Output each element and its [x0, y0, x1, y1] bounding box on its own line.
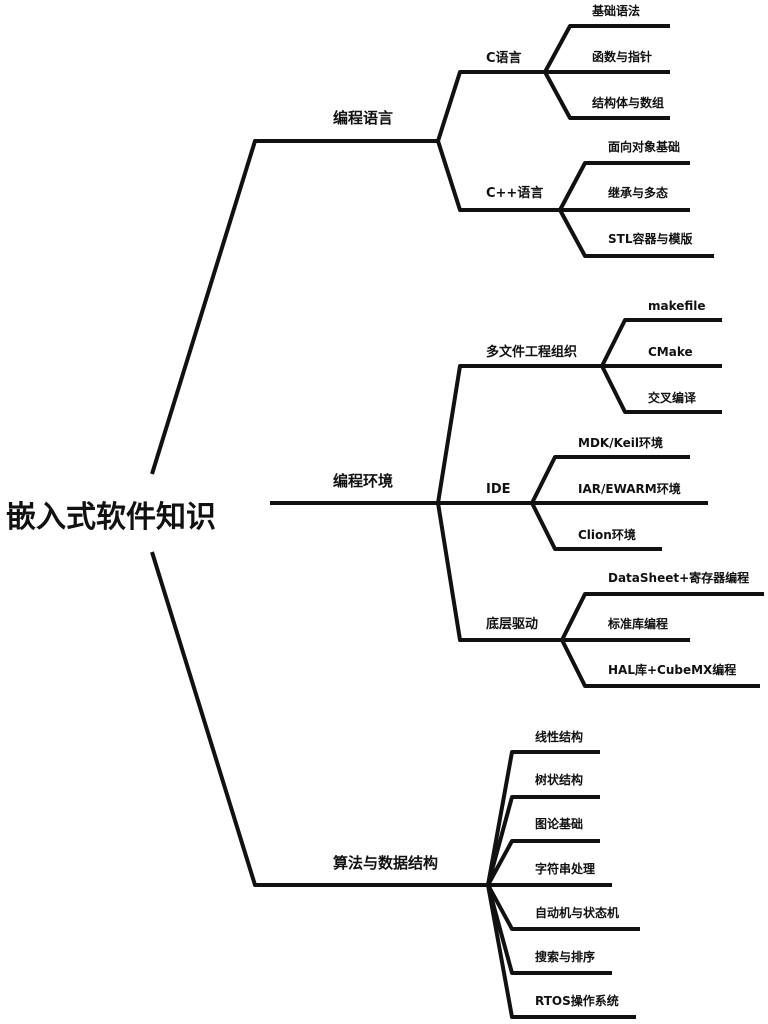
subtopic-multi-file-project: 多文件工程组织: [486, 344, 577, 360]
leaf-inheritance-polymorphism: 继承与多态: [608, 185, 668, 200]
edge-algorithms-leaf-5: [486, 884, 640, 931]
leaf-clion: Clion环境: [578, 527, 636, 542]
leaf-basic-syntax: 基础语法: [591, 3, 640, 18]
edge-ide-leaf-1: [530, 455, 690, 504]
leaf-functions-pointers: 函数与指针: [592, 49, 652, 64]
edge-algorithms-leaf-1: [486, 750, 600, 886]
topic-programming-environment: 编程环境: [333, 472, 393, 490]
edge-root-to-languages: [150, 139, 438, 475]
leaf-cross-compile: 交叉编译: [648, 390, 697, 405]
edge-languages-to-cpp: [436, 140, 560, 212]
edge-algorithms-leaf-6: [486, 884, 612, 975]
subtopic-c-language: C语言: [486, 50, 522, 66]
edge-c-leaf-3: [543, 71, 670, 120]
edge-languages-to-c: [436, 70, 545, 142]
leaf-mdk-keil: MDK/Keil环境: [578, 435, 663, 450]
edge-algorithms-leaf-7: [486, 884, 636, 1019]
leaf-stl-templates: STL容器与模版: [608, 231, 692, 246]
edge-ide-leaf-3: [530, 502, 662, 551]
edge-environment-to-drivers: [436, 502, 562, 642]
connector-lines: [150, 24, 764, 1019]
edge-c-leaf-1: [543, 24, 670, 73]
leaf-graph-basics: 图论基础: [535, 816, 583, 831]
edge-environment-to-multifile: [436, 364, 602, 504]
leaf-oop-basics: 面向对象基础: [608, 139, 680, 154]
edge-root-to-algorithms: [150, 551, 488, 887]
leaf-iar-ewarm: IAR/EWARM环境: [578, 481, 681, 496]
leaf-makefile: makefile: [648, 299, 706, 313]
leaf-linear-structures: 线性结构: [535, 729, 583, 744]
subtopic-cpp-language: C++语言: [486, 185, 543, 201]
leaf-automata-state-machines: 自动机与状态机: [535, 905, 619, 920]
edge-drivers-leaf-3: [560, 639, 760, 688]
edge-multifile-leaf-3: [600, 365, 722, 414]
edge-drivers-leaf-1: [560, 592, 764, 641]
subtopic-low-level-drivers: 底层驱动: [486, 616, 538, 632]
leaf-string-processing: 字符串处理: [535, 861, 595, 876]
leaf-datasheet-registers: DataSheet+寄存器编程: [608, 570, 749, 585]
edge-multifile-leaf-1: [600, 318, 722, 367]
edge-cpp-leaf-3: [558, 209, 714, 258]
leaf-structs-arrays: 结构体与数组: [592, 95, 664, 110]
edge-algorithms-leaf-3: [486, 839, 600, 886]
topic-algorithms-data-structures: 算法与数据结构: [333, 854, 438, 872]
edge-cpp-leaf-1: [558, 161, 690, 211]
leaf-hal-cubemx: HAL库+CubeMX编程: [608, 662, 736, 677]
topic-programming-languages: 编程语言: [333, 109, 393, 127]
edge-algorithms-leaf-2: [486, 795, 600, 886]
leaf-rtos: RTOS操作系统: [535, 993, 619, 1008]
leaf-cmake: CMake: [648, 345, 693, 359]
leaf-standard-library: 标准库编程: [607, 616, 668, 631]
subtopic-ide: IDE: [486, 482, 511, 497]
leaf-search-sort: 搜索与排序: [535, 949, 595, 964]
root-topic: 嵌入式软件知识: [6, 500, 216, 535]
leaf-tree-structures: 树状结构: [535, 772, 583, 787]
